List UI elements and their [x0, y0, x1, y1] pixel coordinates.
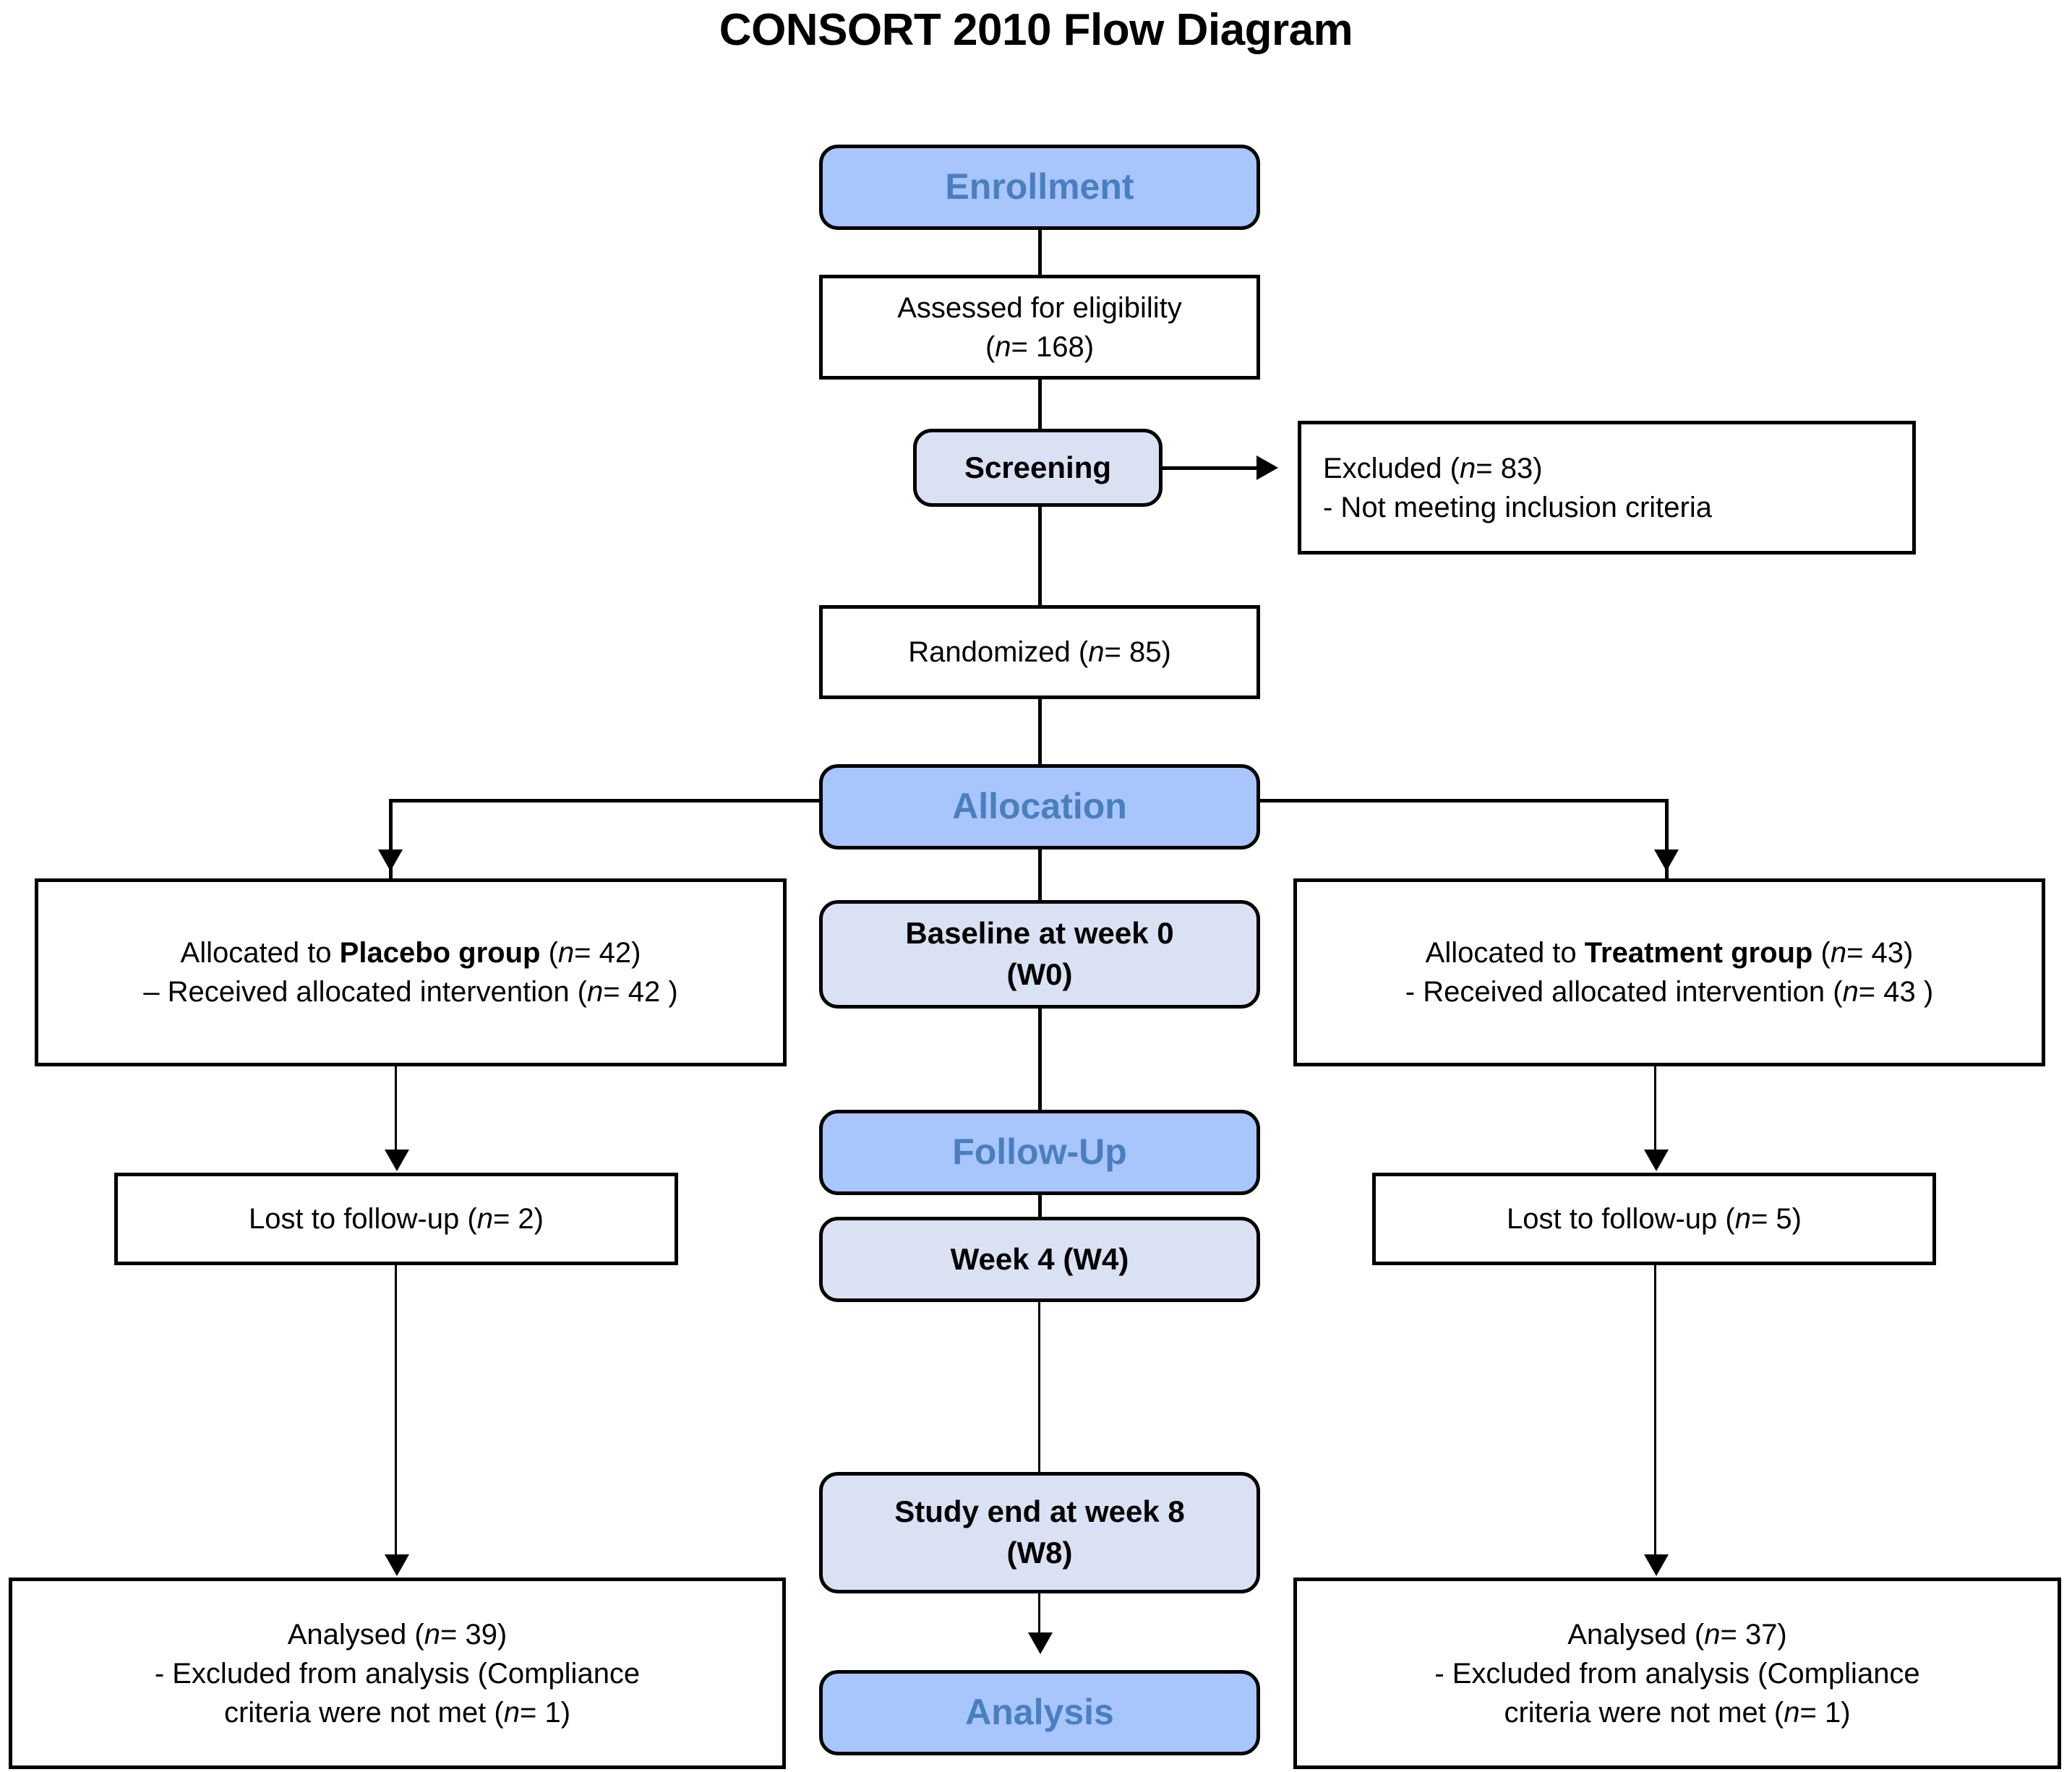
branch-allocation-right: [1257, 799, 1669, 802]
branch-allocation-left: [389, 799, 823, 802]
arrow-allocation-right: [1654, 849, 1679, 871]
excluded-line-1: Excluded (n= 83): [1323, 452, 1543, 484]
arrow-lost-right-analysed: [1644, 1554, 1669, 1576]
branch-allocation-right-drop: [1665, 799, 1669, 878]
allocated-treatment-line-1: Allocated to Treatment group (n= 43): [1425, 937, 1914, 969]
arrow-lost-left-analysed: [385, 1554, 409, 1576]
substage-screening: Screening: [913, 429, 1163, 507]
box-assessed-for-eligibility: Assessed for eligibility (n= 168): [819, 275, 1260, 380]
stage-followup: Follow-Up: [819, 1110, 1260, 1195]
arrow-screening-excluded: [1257, 455, 1278, 480]
box-analysed-right: Analysed (n= 37) - Excluded from analysi…: [1293, 1578, 2061, 1769]
substage-baseline-w0: Baseline at week 0 (W0): [819, 900, 1260, 1009]
analysed-left-line-3: criteria were not met (n= 1): [223, 1696, 571, 1729]
branch-allocation-left-drop: [389, 799, 393, 878]
connector-allocation-baseline: [1038, 849, 1042, 900]
stage-enrollment: Enrollment: [819, 145, 1260, 230]
week8-lines: Study end at week 8 (W8): [833, 1491, 1246, 1573]
connector-baseline-followup: [1038, 1009, 1042, 1110]
allocated-placebo-line-1: Allocated to Placebo group (n= 42): [180, 937, 641, 969]
box-allocated-placebo: Allocated to Placebo group (n= 42) – Rec…: [35, 878, 787, 1066]
stage-allocation-label: Allocation: [952, 786, 1127, 827]
arrow-week8-analysis: [1028, 1632, 1053, 1654]
stage-analysis: Analysis: [819, 1670, 1260, 1755]
assessed-line-1: Assessed for eligibility: [897, 291, 1182, 324]
stage-allocation: Allocation: [819, 764, 1260, 849]
connector-screening-randomized: [1038, 507, 1042, 605]
lost-right-label: Lost to follow-up (n= 5): [1507, 1203, 1802, 1235]
substage-week8: Study end at week 8 (W8): [819, 1472, 1260, 1593]
randomized-label: Randomized (n= 85): [908, 636, 1171, 668]
week8-line-2: (W8): [1006, 1536, 1073, 1570]
analysed-left-line-2: - Excluded from analysis (Compliance: [154, 1657, 641, 1690]
substage-week4: Week 4 (W4): [819, 1217, 1260, 1302]
connector-assessed-screening: [1038, 380, 1042, 429]
box-excluded: Excluded (n= 83) - Not meeting inclusion…: [1298, 421, 1916, 555]
connector-lost-left-analysed: [395, 1265, 397, 1569]
box-randomized: Randomized (n= 85): [819, 605, 1260, 699]
page-title: CONSORT 2010 Flow Diagram: [719, 5, 1353, 55]
connector-lost-right-analysed: [1654, 1265, 1656, 1569]
stage-enrollment-label: Enrollment: [945, 166, 1134, 207]
analysed-right-line-3: criteria were not met (n= 1): [1504, 1696, 1851, 1729]
assessed-line-2: (n= 168): [985, 330, 1095, 363]
analysed-right-line-2: - Excluded from analysis (Compliance: [1434, 1657, 1920, 1690]
arrow-placebo-lost: [385, 1150, 409, 1171]
box-lost-followup-right: Lost to follow-up (n= 5): [1372, 1173, 1936, 1265]
allocated-treatment-line-2: - Received allocated intervention (n= 43…: [1405, 976, 1934, 1008]
week4-label: Week 4 (W4): [950, 1241, 1129, 1276]
stage-followup-label: Follow-Up: [952, 1131, 1127, 1173]
substage-screening-label: Screening: [964, 450, 1112, 484]
box-lost-followup-left: Lost to follow-up (n= 2): [114, 1173, 678, 1265]
arrow-treatment-lost: [1644, 1150, 1669, 1171]
arrow-allocation-left: [378, 849, 403, 871]
baseline-line-2: (W0): [1006, 957, 1073, 991]
stage-analysis-label: Analysis: [965, 1692, 1114, 1733]
allocated-placebo-line-2: – Received allocated intervention (n= 42…: [143, 976, 678, 1008]
lost-left-label: Lost to follow-up (n= 2): [249, 1203, 544, 1235]
connector-followup-week4: [1038, 1195, 1042, 1217]
box-allocated-treatment: Allocated to Treatment group (n= 43) - R…: [1293, 878, 2045, 1066]
excluded-line-2: - Not meeting inclusion criteria: [1323, 491, 1712, 523]
baseline-line-1: Baseline at week 0: [905, 916, 1174, 951]
week8-line-1: Study end at week 8: [894, 1494, 1185, 1529]
connector-week4-week8: [1038, 1302, 1040, 1472]
connector-enrollment-assessed: [1038, 230, 1042, 275]
connector-randomized-allocation: [1038, 699, 1042, 764]
analysed-right-line-1: Analysed (n= 37): [1567, 1618, 1787, 1651]
connector-screening-excluded: [1163, 466, 1257, 470]
analysed-left-line-1: Analysed (n= 39): [287, 1618, 508, 1651]
connector-treatment-lost: [1654, 1066, 1656, 1153]
box-analysed-left: Analysed (n= 39) - Excluded from analysi…: [9, 1578, 786, 1769]
connector-week8-analysis: [1038, 1593, 1040, 1643]
connector-placebo-lost: [395, 1066, 397, 1153]
